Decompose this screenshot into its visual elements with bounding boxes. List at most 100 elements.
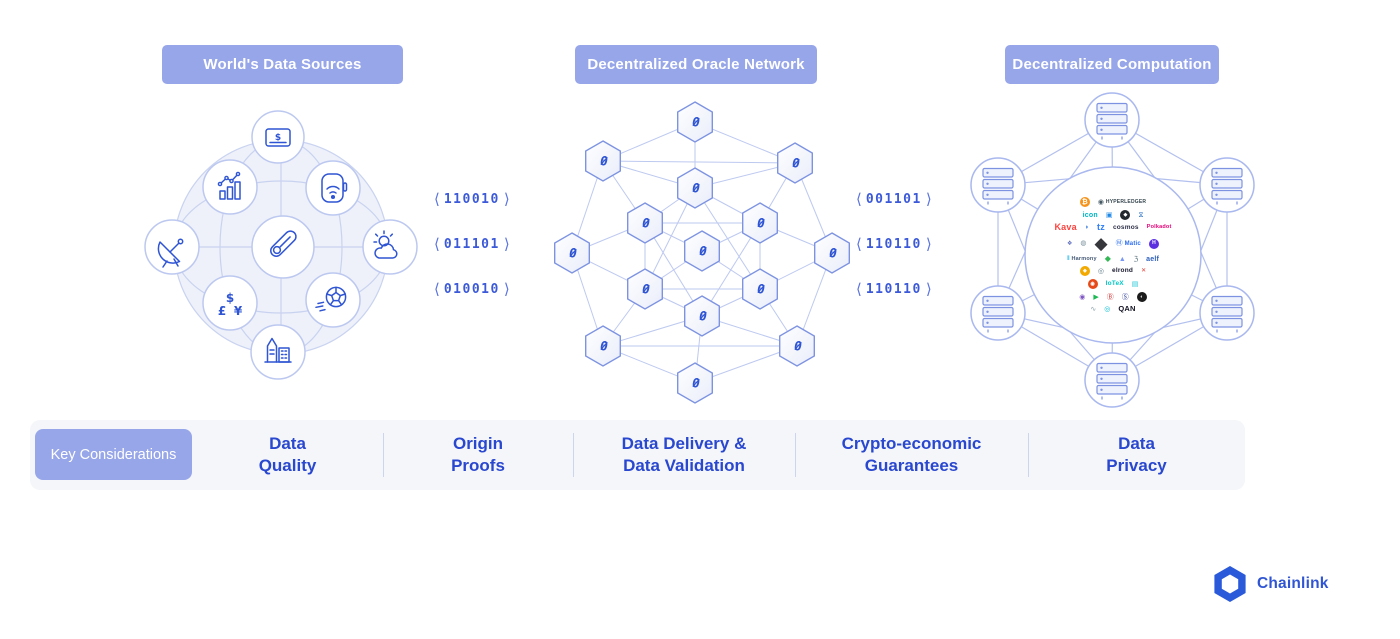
smartwatch-icon (321, 173, 348, 203)
partner-logo: ▶ (1093, 293, 1099, 301)
thermometer-icon (270, 230, 297, 257)
partner-logo: elrond (1112, 267, 1134, 274)
server-node (1084, 92, 1140, 148)
oracle-node: 0 (676, 101, 714, 143)
market-chart-icon (217, 171, 241, 200)
computation-servers (970, 92, 1255, 408)
partner-logo: ◗ (1084, 224, 1090, 232)
svg-text:0: 0 (569, 247, 577, 262)
consideration-data-quality: Data Quality (258, 433, 317, 475)
partner-logo: IoTeX (1105, 280, 1124, 287)
oracle-node: 0 (676, 167, 714, 209)
svg-text:0: 0 (794, 340, 802, 355)
partner-logo: Ⓑ (1106, 293, 1114, 301)
oracle-network: 0 0 0 0 0 0 0 0 0 0 0 0 0 0 0 (553, 101, 850, 404)
binary-code: ⟨110010⟩ (434, 191, 510, 208)
svg-text:0: 0 (692, 377, 700, 392)
svg-text:$: $ (226, 291, 234, 305)
oracle-node: 0 (585, 140, 622, 182)
divider (1028, 433, 1029, 477)
partner-logo: aelf (1146, 255, 1160, 263)
oracle-node: 0 (626, 202, 664, 244)
partner-logo: tz (1097, 222, 1105, 233)
partner-logo: ◉ (1087, 279, 1098, 290)
satellite-icon (157, 238, 184, 268)
binary-stream-right: ⟨001101⟩⟨110110⟩⟨110110⟩ (856, 190, 966, 305)
binary-code: ⟨110110⟩ (856, 236, 932, 253)
sports-icon (315, 286, 347, 312)
svg-text:$: $ (275, 133, 281, 143)
chainlink-logo: Chainlink (1212, 564, 1329, 604)
partner-logo: ₿ (1079, 197, 1090, 208)
partner-logo: ℨ (1133, 255, 1139, 263)
consideration-crypto-economic-guarantees: Crypto-economic Guarantees (841, 433, 982, 475)
binary-code: ⟨010010⟩ (434, 281, 510, 298)
city-icon (264, 337, 292, 363)
svg-text:0: 0 (642, 217, 650, 232)
partner-logo: ❖ (1067, 240, 1073, 247)
oracle-node: 0 (585, 325, 622, 367)
svg-text:0: 0 (692, 182, 700, 197)
partner-logo: ◎ (1097, 267, 1104, 275)
weather-icon (373, 230, 398, 259)
header-worlds-data-sources: World's Data Sources (162, 45, 403, 84)
oracle-node: 0 (676, 362, 714, 404)
partner-logo: ▤ (1131, 280, 1139, 288)
partner-logo: ◈ (1079, 266, 1090, 277)
partner-logo: ◐ (1136, 292, 1147, 303)
svg-text:0: 0 (699, 245, 707, 260)
partner-logo: ◎ (1104, 305, 1111, 313)
partner-logo: ◆ (1120, 210, 1131, 221)
key-considerations-badge: Key Considerations (35, 429, 192, 480)
oracle-node: 0 (683, 295, 721, 337)
brand-wordmark: Chainlink (1257, 575, 1329, 592)
svg-text:0: 0 (699, 310, 707, 325)
partner-logo: ◉HYPERLEDGER (1097, 198, 1147, 206)
svg-text:0: 0 (757, 217, 765, 232)
consideration-data-privacy: Data Privacy (1106, 433, 1167, 475)
partner-logo: ◆ (1104, 254, 1111, 264)
svg-text:0: 0 (757, 283, 765, 298)
partner-logo: ▲ (1118, 255, 1126, 263)
partner-logo: ⫴Harmony (1066, 255, 1097, 263)
partner-logo: cosmos (1112, 223, 1139, 231)
svg-text:0: 0 (600, 340, 608, 355)
server-node (1199, 285, 1255, 341)
oracle-node: 0 (553, 232, 590, 274)
partner-logo: QAN (1118, 304, 1136, 314)
partner-logo: Kava (1054, 222, 1077, 233)
partner-logo: ▣ (1105, 211, 1113, 219)
svg-text:£: £ (218, 304, 226, 318)
binary-stream-left: ⟨110010⟩⟨011101⟩⟨010010⟩ (434, 190, 544, 305)
server-node (1084, 352, 1140, 408)
oracle-node: 0 (741, 202, 779, 244)
payment-check-icon: $ (265, 128, 291, 147)
binary-code: ⟨001101⟩ (856, 191, 932, 208)
key-considerations-bar: Key Considerations Data Quality Origin P… (30, 420, 1245, 490)
oracle-node: 0 (778, 325, 815, 367)
svg-text:0: 0 (829, 247, 837, 262)
partner-logo: icon (1082, 211, 1098, 219)
currency-icon: $ £ ¥ (218, 291, 243, 318)
oracle-node: 0 (814, 232, 850, 274)
svg-text:0: 0 (792, 157, 800, 172)
partner-logo: H (1148, 238, 1159, 249)
oracle-node: 0 (776, 142, 813, 184)
svg-text:¥: ¥ (234, 304, 243, 318)
chainlink-hexagon-icon (1214, 566, 1246, 602)
divider (795, 433, 796, 477)
partner-logo: Polkadot (1146, 224, 1172, 230)
svg-text:0: 0 (692, 116, 700, 131)
svg-text:0: 0 (642, 283, 650, 298)
divider (383, 433, 384, 477)
server-node (1199, 157, 1255, 213)
divider (573, 433, 574, 477)
data-sources-globe: $ (144, 110, 418, 380)
server-node (970, 285, 1026, 341)
partner-logo: ✕ (1141, 268, 1147, 275)
header-decentralized-oracle-network: Decentralized Oracle Network (575, 45, 817, 84)
